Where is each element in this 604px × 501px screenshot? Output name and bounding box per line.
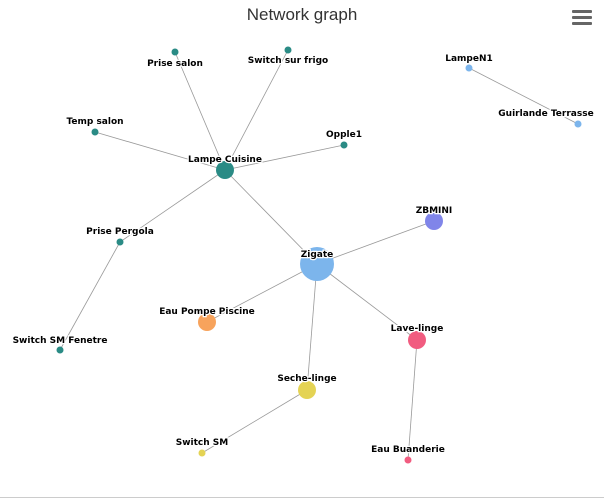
node-label-eau-buanderie: Eau Buanderie	[371, 445, 445, 455]
node-zbmini[interactable]	[425, 212, 443, 230]
edge-lampe-cuisine-prise-pergola	[119, 169, 226, 243]
chart-title: Network graph	[246, 5, 358, 24]
node-label-opple1: Opple1	[326, 130, 362, 140]
node-label-guirlande-terrasse: Guirlande Terrasse	[498, 109, 593, 119]
node-guirlande-terrasse[interactable]	[574, 120, 582, 128]
divider	[0, 497, 604, 498]
node-prise-salon[interactable]	[171, 48, 179, 56]
edge-zigate-eau-pompe-piscine	[206, 263, 318, 323]
edge-prise-pergola-switch-sm-fenetre	[59, 241, 121, 351]
node-label-zigate: Zigate	[301, 250, 334, 260]
edge-zigate-seche-linge	[306, 263, 318, 391]
edge-zigate-lave-linge	[316, 263, 418, 341]
node-label-seche-linge: Seche-linge	[277, 374, 336, 384]
node-switch-sm-fenetre[interactable]	[56, 346, 64, 354]
node-temp-salon[interactable]	[91, 128, 99, 136]
node-lave-linge[interactable]	[408, 331, 426, 349]
edge-zigate-lampe-cuisine	[224, 169, 318, 265]
edge-lampen1-guirlande-terrasse	[468, 67, 579, 125]
node-switch-sur-frigo[interactable]	[284, 46, 292, 54]
hamburger-menu-icon[interactable]	[572, 10, 592, 26]
node-label-switch-sm-fenetre: Switch SM Fenetre	[13, 336, 108, 346]
edge-zigate-zbmini	[316, 220, 435, 265]
edges-layer	[59, 49, 579, 461]
edge-lave-linge-eau-buanderie	[407, 339, 418, 461]
node-label-eau-pompe-piscine: Eau Pompe Piscine	[159, 307, 255, 317]
node-opple1[interactable]	[340, 141, 348, 149]
node-lampen1[interactable]	[465, 64, 473, 72]
edge-seche-linge-switch-sm	[201, 389, 308, 454]
node-switch-sm[interactable]	[198, 449, 206, 457]
node-eau-buanderie[interactable]	[404, 456, 412, 464]
node-lampe-cuisine[interactable]	[216, 161, 234, 179]
menu-bar	[572, 22, 592, 25]
node-label-prise-salon: Prise salon	[147, 59, 203, 69]
node-label-temp-salon: Temp salon	[66, 117, 123, 127]
node-label-zbmini: ZBMINI	[416, 206, 453, 216]
edge-lampe-cuisine-opple1	[224, 144, 345, 171]
labels-layer: Zigate Lampe Cuisine Prise salon Switch sur…	[11, 53, 595, 457]
edge-lampe-cuisine-temp-salon	[94, 131, 226, 171]
node-label-lampe-cuisine: Lampe Cuisine	[188, 155, 262, 165]
node-zigate[interactable]	[300, 247, 334, 281]
node-label-switch-sm: Switch SM	[176, 438, 229, 448]
node-label-prise-pergola: Prise Pergola	[86, 227, 154, 237]
node-eau-pompe-piscine[interactable]	[198, 313, 216, 331]
menu-bar	[572, 10, 592, 13]
node-label-lave-linge: Lave-linge	[391, 324, 444, 334]
node-prise-pergola[interactable]	[116, 238, 124, 246]
menu-bar	[572, 16, 592, 19]
node-label-lampen1: LampeN1	[445, 54, 493, 64]
edge-lampe-cuisine-prise-salon	[174, 51, 226, 171]
nodes-layer	[56, 46, 582, 464]
node-seche-linge[interactable]	[298, 381, 316, 399]
node-label-switch-sur-frigo: Switch sur frigo	[248, 56, 328, 66]
edge-lampe-cuisine-switch-sur-frigo	[224, 49, 289, 171]
